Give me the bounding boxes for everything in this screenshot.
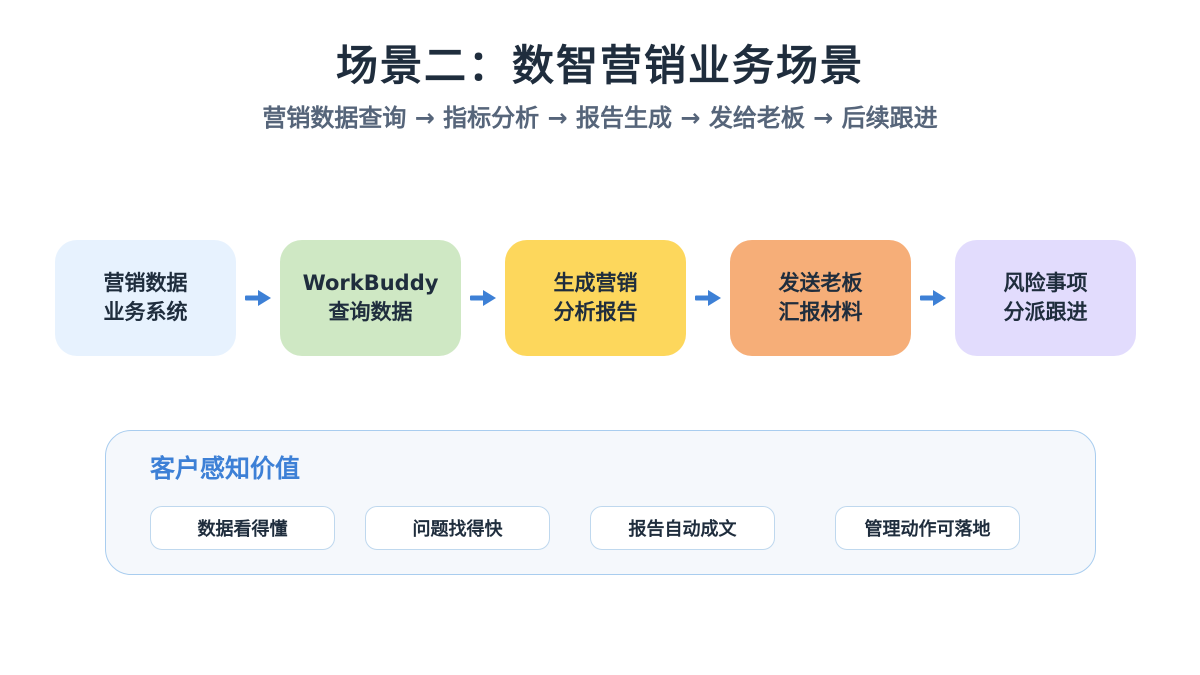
arrow-right-icon (245, 290, 271, 306)
value-chip: 数据看得懂 (150, 506, 335, 550)
step-label-line1: WorkBuddy (302, 271, 439, 295)
step-label-line2: 分析报告 (553, 300, 638, 324)
page-title: 场景二：数智营销业务场景 (335, 41, 864, 90)
value-chip: 管理动作可落地 (835, 506, 1020, 550)
step-marketing-data-system: 营销数据 业务系统 (55, 240, 236, 356)
step-label-line2: 汇报材料 (778, 300, 863, 324)
step-workbuddy-query: WorkBuddy 查询数据 (280, 240, 461, 356)
step-risk-dispatch: 风险事项 分派跟进 (955, 240, 1136, 356)
step-label-line2: 查询数据 (328, 300, 413, 324)
customer-value-panel: 客户感知价值 数据看得懂 问题找得快 报告自动成文 管理动作可落地 (105, 430, 1096, 575)
step-label-line1: 生成营销 (553, 271, 638, 295)
arrow-right-icon (470, 290, 496, 306)
step-label-line2: 分派跟进 (1003, 300, 1088, 324)
step-label-line1: 营销数据 (103, 271, 188, 295)
step-send-to-boss: 发送老板 汇报材料 (730, 240, 911, 356)
value-chip: 报告自动成文 (590, 506, 775, 550)
arrow-right-icon (920, 290, 946, 306)
arrow-right-icon (695, 290, 721, 306)
value-panel-title: 客户感知价值 (150, 454, 301, 483)
step-label-line1: 发送老板 (778, 271, 863, 295)
step-generate-report: 生成营销 分析报告 (505, 240, 686, 356)
value-chip: 问题找得快 (365, 506, 550, 550)
process-flow: 营销数据 业务系统 WorkBuddy 查询数据 生成营销 分析报告 发送老板 … (0, 240, 1200, 356)
page-subtitle: 营销数据查询 → 指标分析 → 报告生成 → 发给老板 → 后续跟进 (262, 104, 938, 132)
step-label-line2: 业务系统 (103, 300, 188, 324)
step-label-line1: 风险事项 (1003, 271, 1088, 295)
